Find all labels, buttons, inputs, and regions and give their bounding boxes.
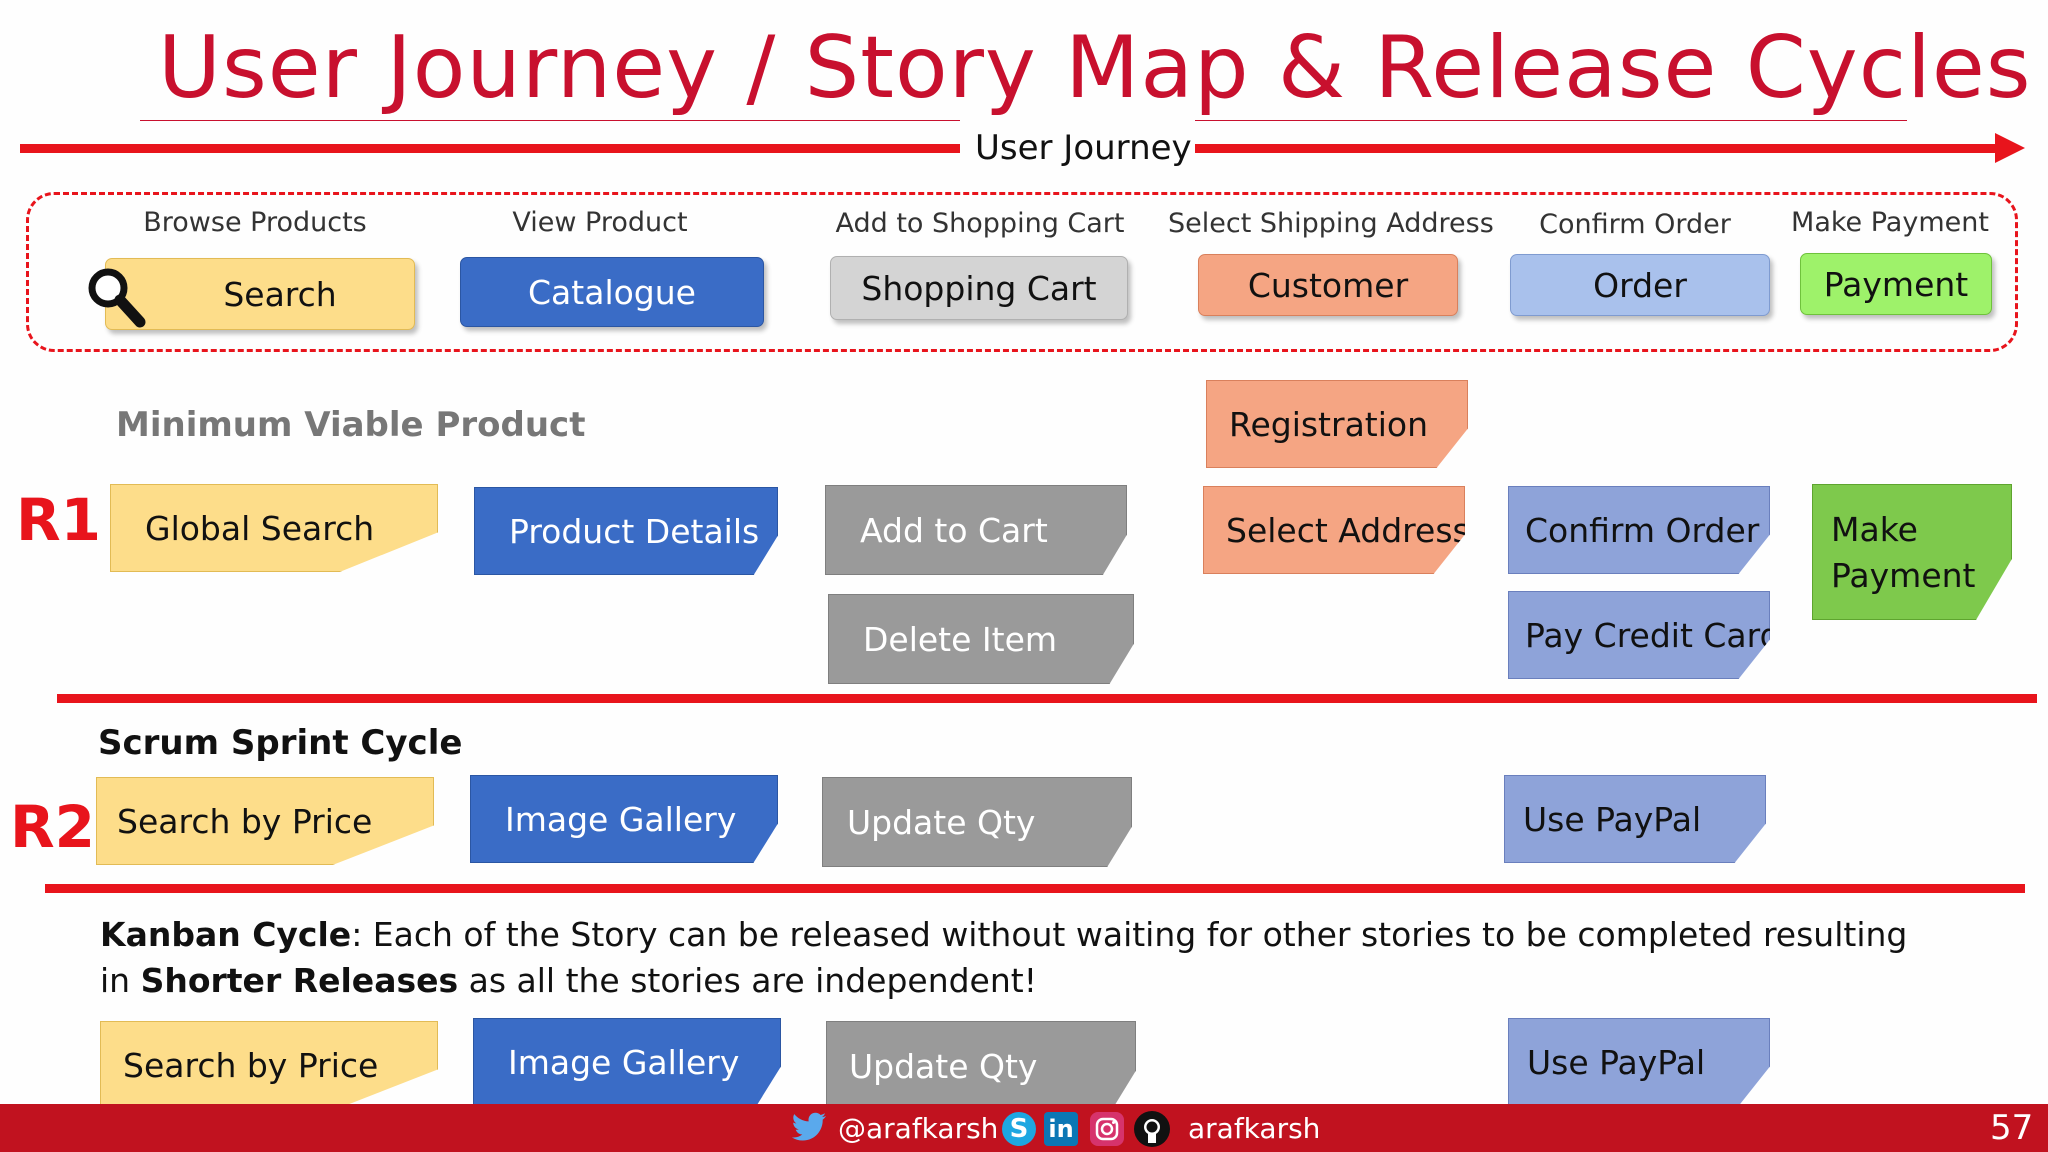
kanban-story-use-paypal: Use PayPal	[1508, 1018, 1770, 1106]
pill-search: Search	[105, 258, 415, 330]
footer-twitter-handle[interactable]: @arafkarsh	[838, 1112, 999, 1145]
r2-story-use-paypal: Use PayPal	[1504, 775, 1766, 863]
story-select-address: Select Address	[1203, 486, 1465, 574]
pill-search-label: Search	[223, 274, 337, 314]
category-label-browse: Browse Products	[143, 207, 367, 238]
kanban-story-image-gallery-label: Image Gallery	[508, 1042, 740, 1082]
release-r1-label: R1	[16, 486, 102, 554]
title-underline-left	[140, 120, 960, 121]
story-registration: Registration	[1206, 380, 1468, 468]
story-make-payment-label: Make Payment	[1831, 510, 1976, 595]
category-label-view: View Product	[512, 207, 688, 238]
r2-story-update-qty-label: Update Qty	[847, 802, 1036, 842]
release-r1-divider	[57, 694, 2037, 703]
github-icon	[1134, 1111, 1170, 1147]
story-global-search: Global Search	[110, 484, 438, 572]
story-pay-credit-card-label: Pay Credit Card	[1525, 615, 1781, 655]
magnifier-icon	[80, 262, 150, 332]
r2-story-search-by-price-label: Search by Price	[117, 801, 373, 841]
story-pay-credit-card: Pay Credit Card	[1508, 591, 1770, 679]
mvp-label: Minimum Viable Product	[116, 405, 586, 445]
story-add-to-cart: Add to Cart	[825, 485, 1127, 575]
pill-catalogue: Catalogue	[460, 257, 764, 327]
kanban-text-suffix: as all the stories are independent!	[458, 961, 1037, 1000]
category-label-cart: Add to Shopping Cart	[835, 208, 1125, 239]
release-r2-label: R2	[10, 793, 96, 861]
skype-icon: S	[1002, 1112, 1036, 1146]
slide-page-number: 57	[1990, 1108, 2034, 1148]
kanban-title: Kanban Cycle	[100, 915, 352, 954]
story-global-search-label: Global Search	[145, 508, 375, 548]
story-registration-label: Registration	[1229, 404, 1428, 444]
kanban-text-line1: : Each of the Story can be released with…	[351, 915, 1908, 954]
story-confirm-order: Confirm Order	[1508, 486, 1770, 574]
twitter-icon	[791, 1111, 828, 1147]
kanban-story-use-paypal-label: Use PayPal	[1527, 1042, 1706, 1082]
r2-story-update-qty: Update Qty	[822, 777, 1132, 867]
story-product-details-label: Product Details	[509, 511, 760, 551]
pill-customer: Customer	[1198, 254, 1458, 316]
kanban-description: Kanban Cycle: Each of the Story can be r…	[100, 912, 1907, 1004]
title-underline-right	[1195, 120, 1907, 121]
kanban-story-search-by-price: Search by Price	[100, 1021, 438, 1109]
story-make-payment: Make Payment	[1812, 484, 2012, 620]
slide-title: User Journey / Story Map & Release Cycle…	[158, 18, 2032, 118]
journey-arrow-left	[20, 144, 960, 153]
story-confirm-order-label: Confirm Order	[1525, 510, 1760, 550]
story-delete-item-label: Delete Item	[863, 619, 1058, 659]
story-add-to-cart-label: Add to Cart	[860, 510, 1048, 550]
pill-shopping-cart: Shopping Cart	[830, 256, 1128, 320]
kanban-story-search-by-price-label: Search by Price	[123, 1045, 379, 1085]
release-r2-divider	[45, 884, 2025, 893]
kanban-story-image-gallery: Image Gallery	[473, 1018, 781, 1106]
activities-box	[26, 192, 2018, 352]
journey-label: User Journey	[975, 128, 1192, 168]
story-select-address-label: Select Address	[1226, 510, 1470, 550]
kanban-story-update-qty: Update Qty	[826, 1021, 1136, 1111]
pill-order: Order	[1510, 254, 1770, 316]
r2-story-use-paypal-label: Use PayPal	[1523, 799, 1702, 839]
category-label-payment: Make Payment	[1791, 207, 1989, 238]
r2-story-image-gallery-label: Image Gallery	[505, 799, 737, 839]
linkedin-icon: in	[1044, 1112, 1078, 1146]
kanban-story-update-qty-label: Update Qty	[849, 1046, 1038, 1086]
kanban-text-prefix: in	[100, 961, 141, 1000]
footer-github-handle[interactable]: arafkarsh	[1188, 1112, 1321, 1145]
story-product-details: Product Details	[474, 487, 778, 575]
r2-story-search-by-price: Search by Price	[96, 777, 434, 865]
pill-payment: Payment	[1800, 253, 1992, 315]
category-label-confirm: Confirm Order	[1539, 209, 1731, 240]
instagram-icon	[1090, 1112, 1124, 1146]
r2-story-image-gallery: Image Gallery	[470, 775, 778, 863]
story-delete-item: Delete Item	[828, 594, 1134, 684]
journey-arrowhead	[1995, 133, 2025, 163]
kanban-shorter-releases: Shorter Releases	[140, 961, 459, 1000]
journey-arrow-right	[1195, 144, 1997, 153]
category-label-shipping: Select Shipping Address	[1168, 208, 1494, 239]
scrum-sprint-label: Scrum Sprint Cycle	[98, 723, 463, 763]
